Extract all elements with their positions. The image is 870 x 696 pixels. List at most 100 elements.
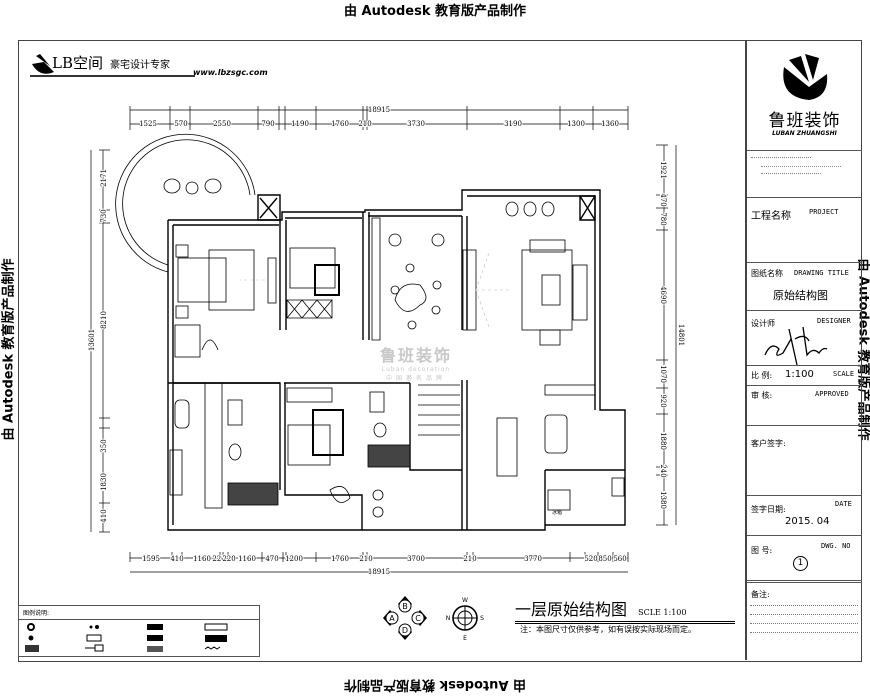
drawing-frame [18,40,862,662]
lb-url: www.lbzsgc.com [193,68,268,77]
dimension-label: 410 [100,509,108,522]
dimension-label: 850 [598,555,611,563]
view-marker-b: B [398,596,412,613]
legend-symbol-icon [86,634,102,642]
dimension-label: 3700 [407,555,425,563]
dimension-label: 220 [222,555,235,563]
dimension-label: 8210 [100,311,108,329]
company-info-row [747,150,862,196]
dimension-label: 14801 [677,324,685,346]
kitchen-fridge-label: 冰箱 [552,509,562,516]
svg-text:C: C [415,614,421,623]
plan-note: 注：本图尺寸仅供参考，如有误按实际现场而定。 [520,625,696,634]
tv-wall-icon [462,249,477,331]
dimension-label: 1300 [567,120,585,128]
dining-table-icon [496,417,518,477]
dimension-label: 1921 [659,161,667,179]
dimension-label: 3770 [524,555,542,563]
chair-icon [505,201,519,217]
client-signature-row: 客户签字: [747,425,862,496]
stove-icon [611,477,625,497]
dimension-label: 1160 [193,555,211,563]
dimension-label: 570 [174,120,187,128]
bed-icon [289,247,336,289]
scale-row: 比 例: 1:100 SCALE [747,365,862,386]
company-name-en: LUBAN ZHUANGSHI [772,130,837,137]
dimension-label: 1160 [238,555,256,563]
svg-text:D: D [402,626,408,635]
designer-signature [764,326,828,366]
tea-table-icon [185,181,199,195]
project-row: 工程名称 PROJECT [747,197,862,264]
lb-logo-mark-icon [30,54,195,77]
dimension-label: 1380 [659,491,667,509]
coffee-table-icon [541,274,561,306]
company-name-cn: 鲁班装饰 [768,111,841,131]
armchair-icon [539,329,561,346]
dimension-label: 1830 [100,473,108,491]
view-markers: A B C D [383,596,427,640]
bed-icon [287,424,331,466]
dimension-label: 2550 [213,120,231,128]
svg-text:W: W [462,597,468,604]
plan-scale: SCLE 1:100 [638,608,687,617]
cabinet-icon [544,384,596,396]
dimension-label: 350 [100,439,108,452]
dimension-label: 240 [659,464,667,477]
nightstand-icon [175,244,189,258]
dimension-label: 4690 [659,286,667,304]
lounge-chair-icon [329,486,351,503]
sofa-icon [529,239,566,253]
chair-icon [163,178,181,194]
dimension-label: 3190 [504,120,522,128]
rug-icon [312,409,344,456]
edu-watermark-top: 由 Autodesk 教育版产品制作 [343,4,527,19]
dwg-no-value: 1 [793,556,808,571]
dimension-label: 560 [613,555,626,563]
dimension-label: 1760 [331,120,349,128]
shelf-icon [371,217,381,341]
sofa-icon [572,264,588,321]
chair-icon [204,178,222,194]
plan-title-block: 一层原始结构图 SCLE 1:100 [515,596,735,624]
basin-icon [369,391,385,413]
view-marker-d: D [398,623,412,640]
designer-row: 设计师 DESIGNER [747,310,862,367]
basin-icon [227,399,243,426]
dimension-label: 1760 [331,555,349,563]
rug-icon [314,264,340,296]
dimension-label: 1070 [659,365,667,383]
luban-logo-icon [783,54,828,100]
approved-row: 审 核: APPROVED [747,385,862,426]
date-row: 签字日期: DATE 2015. 04 [747,495,862,536]
dimension-label: 210 [359,555,372,563]
living-rug-icon [521,249,573,331]
bathtub-icon [227,482,279,506]
legend-symbol-icon [25,645,39,652]
round-table-icon [544,414,568,454]
desk-chair-icon [201,339,219,351]
dimension-label: 1190 [291,120,309,128]
nightstand-icon [175,305,189,319]
dimension-label: 210 [358,120,371,128]
dimension-label: 18915 [368,106,390,114]
remarks-row: 备注: [747,580,862,663]
legend-symbol-icon [28,635,34,641]
lb-brand: LB空间 [52,54,103,72]
round-balcony [115,133,256,273]
legend: 图例说明: [18,605,260,657]
dimension-label: 1360 [601,120,619,128]
view-marker-c: C [411,610,427,626]
legend-symbol-icon [27,623,35,631]
legend-title: 图例说明: [19,606,259,620]
walls [167,189,626,531]
dimension-lines [90,106,677,573]
dimension-label: 730 [100,209,108,222]
dimension-label: 220 [212,555,225,563]
svg-text:N: N [446,615,451,622]
legend-symbols [25,623,228,652]
tea-table-icon [394,283,427,312]
dimension-label: 1200 [285,555,303,563]
drawing-title-value: 原始结构图 [773,289,828,302]
dwg-no-row: 图 号: DWG. NO 1 [747,535,862,578]
